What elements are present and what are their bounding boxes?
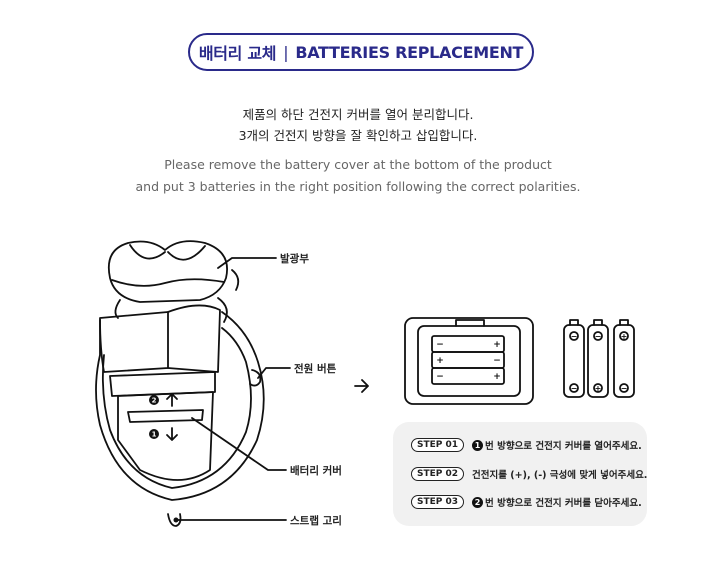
- battery-compartment: [404, 317, 534, 405]
- steps-panel: STEP 01 1 번 방향으로 건전지 커버를 열어주세요. STEP 02 …: [393, 422, 647, 526]
- step-03: STEP 03 2 번 방향으로 건전지 커버를 닫아주세요.: [411, 495, 642, 509]
- title-pill: 배터리 교체 | BATTERIES REPLACEMENT: [188, 33, 534, 71]
- step-text: 번 방향으로 건전지 커버를 닫아주세요.: [485, 498, 642, 509]
- battery-terminal-plus: +: [621, 332, 628, 341]
- battery-terminal-minus: −: [571, 384, 578, 393]
- callout-light: 발광부: [280, 253, 309, 265]
- loose-batteries: [563, 319, 635, 398]
- callout-power-button: 전원 버튼: [294, 363, 337, 375]
- open-step-number: 2: [152, 397, 157, 405]
- battery-terminal-minus: −: [621, 384, 628, 393]
- step-02: STEP 02 건전지를 (+), (-) 극성에 맞게 넣어주세요.: [411, 467, 647, 481]
- step-number-icon: 2: [472, 496, 484, 508]
- callout-strap-hook: 스트랩 고리: [290, 515, 342, 527]
- step-badge: STEP 03: [411, 495, 465, 509]
- polarity-minus: −: [436, 372, 444, 382]
- instruction-en-1: Please remove the battery cover at the b…: [164, 157, 552, 172]
- close-step-number: 1: [152, 431, 157, 439]
- title-separator: |: [283, 42, 289, 62]
- polarity-plus: +: [493, 340, 501, 350]
- battery-terminal-minus: −: [595, 332, 602, 341]
- body-outline: [95, 311, 265, 501]
- step-number-icon: 1: [472, 439, 484, 451]
- polarity-minus: −: [493, 356, 501, 366]
- title-ko: 배터리 교체: [198, 44, 277, 63]
- step-text: 건전지를 (+), (-) 극성에 맞게 넣어주세요.: [472, 470, 648, 481]
- callout-battery-cover: 배터리 커버: [290, 465, 342, 477]
- battery-terminal-minus: −: [571, 332, 578, 341]
- instruction-ko-2: 3개의 건전지 방향을 잘 확인하고 삽입합니다.: [238, 128, 478, 143]
- battery-terminal-plus: +: [595, 384, 602, 393]
- step-01: STEP 01 1 번 방향으로 건전지 커버를 열어주세요.: [411, 438, 642, 452]
- polarity-minus: −: [436, 340, 444, 350]
- title-en: BATTERIES REPLACEMENT: [295, 42, 524, 62]
- instruction-en-2: and put 3 batteries in the right positio…: [135, 179, 581, 194]
- step-badge: STEP 02: [411, 467, 465, 481]
- polarity-plus: +: [436, 356, 444, 366]
- power-button-illustration: [249, 369, 262, 387]
- step-text: 번 방향으로 건전지 커버를 열어주세요.: [485, 441, 642, 452]
- step-badge: STEP 01: [411, 438, 465, 452]
- polarity-plus: +: [493, 372, 501, 382]
- instruction-ko-1: 제품의 하단 건전지 커버를 열어 분리합니다.: [242, 107, 474, 122]
